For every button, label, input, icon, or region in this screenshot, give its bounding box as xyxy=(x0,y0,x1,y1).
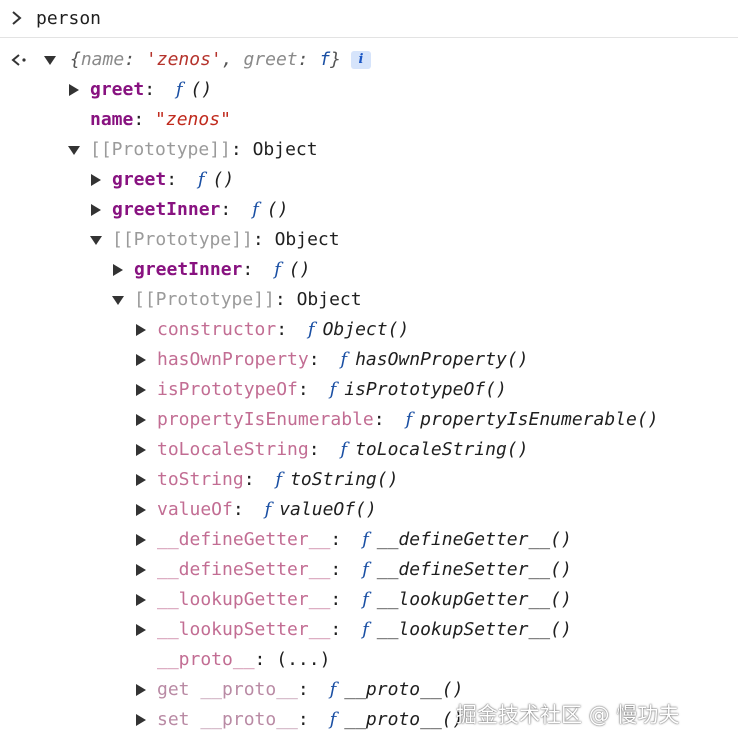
triangle-right-icon[interactable] xyxy=(135,714,147,726)
function-symbol: f xyxy=(252,199,259,220)
property-key: [[Prototype]] xyxy=(112,229,253,250)
lazy-value[interactable]: (...) xyxy=(276,649,331,670)
function-symbol: f xyxy=(197,169,205,190)
property-key: set __proto__ xyxy=(157,709,298,730)
object-value: Object xyxy=(274,229,340,250)
property-key: get __proto__ xyxy=(157,679,298,700)
triangle-right-icon[interactable] xyxy=(135,384,147,396)
property-key: toLocaleString xyxy=(157,439,309,460)
function-symbol: f xyxy=(274,259,281,280)
chevron-right-icon xyxy=(12,11,22,25)
string-value: "zenos" xyxy=(155,109,231,130)
function-signature: toLocaleString() xyxy=(355,439,529,460)
triangle-right-icon[interactable] xyxy=(135,624,147,636)
function-signature: __defineGetter__() xyxy=(376,529,572,550)
function-symbol: f xyxy=(307,319,315,340)
triangle-right-icon[interactable] xyxy=(135,594,147,606)
property-key: [[Prototype]] xyxy=(90,139,231,160)
triangle-right-icon[interactable] xyxy=(135,504,147,516)
property-key: __proto__ xyxy=(157,649,255,670)
object-value: Object xyxy=(252,139,318,160)
triangle-down-icon[interactable] xyxy=(112,294,124,306)
function-symbol: f xyxy=(362,619,369,640)
property-key: name xyxy=(90,109,134,130)
triangle-right-icon[interactable] xyxy=(135,474,147,486)
function-signature: toString() xyxy=(290,469,399,490)
triangle-right-icon[interactable] xyxy=(135,534,147,546)
return-arrow-icon xyxy=(11,54,26,66)
function-symbol: f xyxy=(340,349,348,370)
property-key: greet xyxy=(112,169,167,190)
property-key: constructor xyxy=(157,319,277,340)
triangle-right-icon[interactable] xyxy=(68,84,80,96)
console-input-text: person xyxy=(36,8,102,29)
function-signature: propertyIsEnumerable() xyxy=(420,409,659,430)
console-input-line[interactable]: person xyxy=(0,0,738,38)
property-key: __defineGetter__ xyxy=(157,529,331,550)
triangle-right-icon[interactable] xyxy=(135,414,147,426)
function-symbol: f xyxy=(264,499,272,520)
property-key: greetInner xyxy=(134,259,243,280)
property-key: valueOf xyxy=(157,499,233,520)
function-symbol: f xyxy=(362,589,369,610)
function-signature: () xyxy=(288,259,311,280)
object-preview: {name: 'zenos', greet: f}i xyxy=(70,45,371,75)
property-key: [[Prototype]] xyxy=(134,289,275,310)
info-badge-icon[interactable]: i xyxy=(351,51,371,69)
function-symbol: f xyxy=(340,439,348,460)
triangle-right-icon[interactable] xyxy=(90,204,102,216)
function-signature: hasOwnProperty() xyxy=(355,349,529,370)
property-key: propertyIsEnumerable xyxy=(157,409,374,430)
triangle-down-icon[interactable] xyxy=(90,234,102,246)
triangle-right-icon[interactable] xyxy=(135,354,147,366)
triangle-right-icon[interactable] xyxy=(112,264,124,276)
triangle-down-icon[interactable] xyxy=(44,54,56,66)
function-signature: valueOf() xyxy=(279,499,377,520)
function-symbol: f xyxy=(329,679,337,700)
triangle-right-icon[interactable] xyxy=(135,324,147,336)
function-symbol: f xyxy=(405,409,413,430)
property-key: toString xyxy=(157,469,244,490)
triangle-down-icon[interactable] xyxy=(68,144,80,156)
function-symbol: f xyxy=(329,709,337,730)
function-symbol: f xyxy=(175,79,183,100)
watermark: 掘金技术社区 @ 慢功夫 xyxy=(456,703,680,727)
property-key: isPrototypeOf xyxy=(157,379,298,400)
function-symbol: f xyxy=(275,469,283,490)
function-signature: __proto__() xyxy=(344,679,464,700)
function-symbol: f xyxy=(329,379,337,400)
function-symbol: f xyxy=(362,559,369,580)
function-symbol: f xyxy=(362,529,369,550)
function-signature: () xyxy=(212,169,235,190)
function-signature: __lookupSetter__() xyxy=(376,619,572,640)
property-key: hasOwnProperty xyxy=(157,349,309,370)
function-signature: __lookupGetter__() xyxy=(376,589,572,610)
function-signature: Object() xyxy=(322,319,410,340)
property-key: __lookupSetter__ xyxy=(157,619,331,640)
function-signature: __defineSetter__() xyxy=(376,559,572,580)
function-signature: () xyxy=(190,79,213,100)
function-signature: __proto__() xyxy=(344,709,464,730)
function-signature: () xyxy=(266,199,289,220)
triangle-right-icon[interactable] xyxy=(135,564,147,576)
property-key: __defineSetter__ xyxy=(157,559,331,580)
function-signature: isPrototypeOf() xyxy=(344,379,507,400)
triangle-right-icon[interactable] xyxy=(135,684,147,696)
property-key: __lookupGetter__ xyxy=(157,589,331,610)
triangle-right-icon[interactable] xyxy=(90,174,102,186)
triangle-right-icon[interactable] xyxy=(135,444,147,456)
object-value: Object xyxy=(296,289,362,310)
property-key: greetInner xyxy=(112,199,221,220)
property-key: greet xyxy=(90,79,145,100)
